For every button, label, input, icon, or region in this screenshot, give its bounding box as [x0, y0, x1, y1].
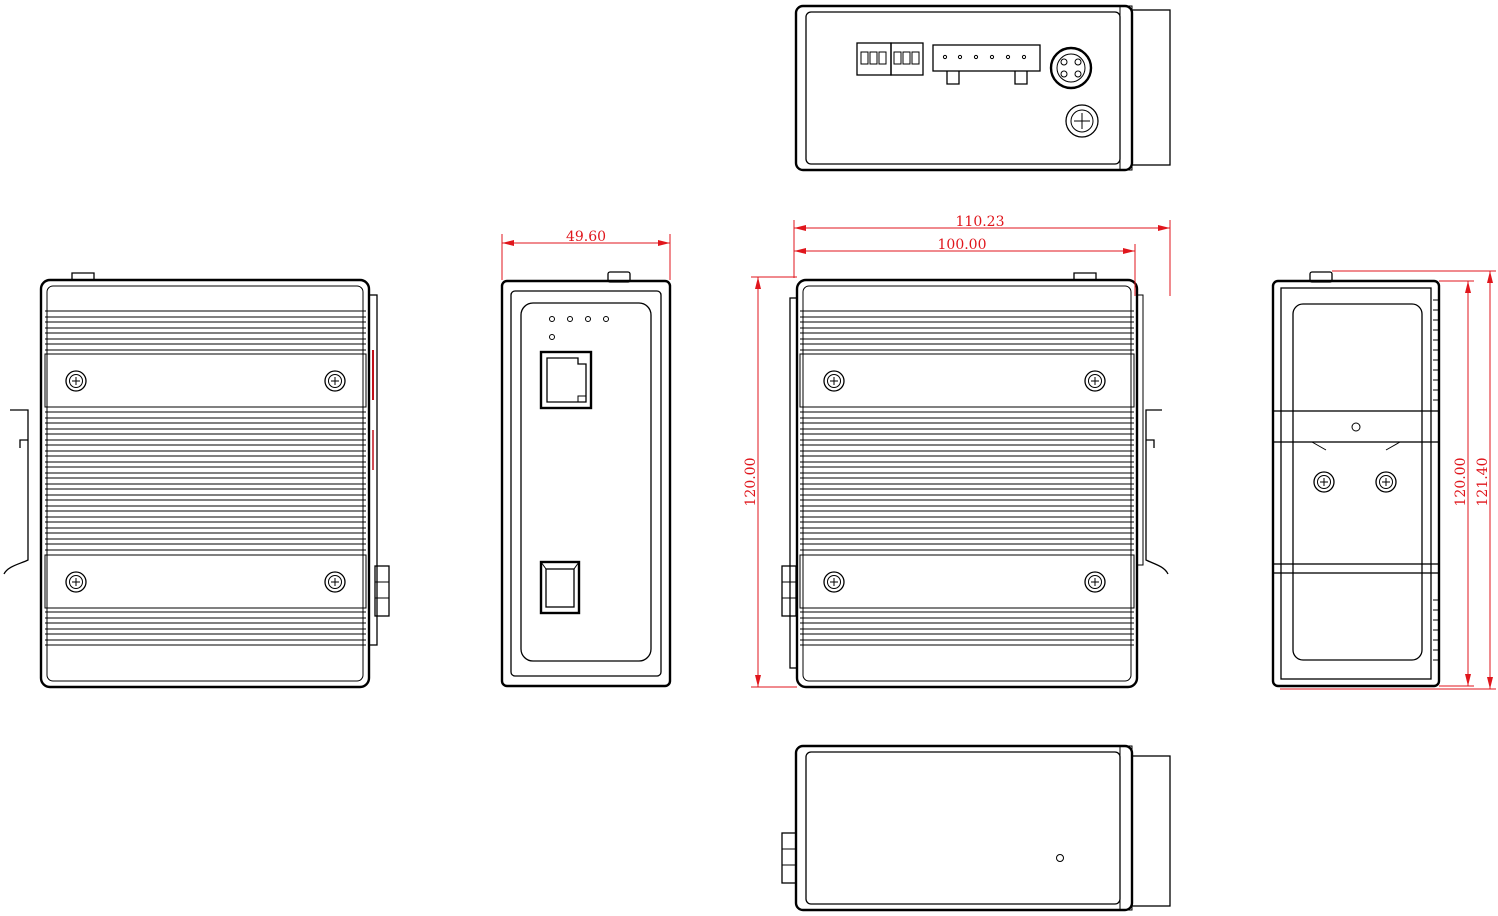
dimension-label: 121.40	[1475, 458, 1491, 507]
sfp-port	[539, 560, 581, 615]
sfp-latch	[781, 565, 797, 617]
dimension-overall-width: 110.23	[793, 214, 1171, 296]
rear-view	[1271, 271, 1441, 688]
screw-icon	[823, 370, 845, 392]
front-panel-view	[500, 271, 672, 688]
rj45-port	[539, 350, 593, 410]
dimension-label: 120.00	[743, 458, 759, 507]
screw-icon	[65, 571, 87, 593]
dimension-label: 49.60	[566, 229, 606, 245]
screw-icon	[1084, 370, 1106, 392]
screw-icon	[324, 571, 346, 593]
screw-icon	[324, 370, 346, 392]
right-side-view	[781, 272, 1169, 689]
left-fins-lower	[45, 611, 366, 646]
screw-icon	[1375, 471, 1397, 493]
din-rail-clip	[1145, 409, 1169, 575]
right-fins-lower	[800, 611, 1134, 646]
bottom-view	[781, 744, 1171, 912]
screw-icon	[65, 370, 87, 392]
dimension-width-front: 49.60	[501, 229, 671, 280]
dip-switch-1	[856, 42, 892, 76]
dimension-label: 100.00	[938, 237, 987, 253]
left-fins-middle	[45, 411, 366, 551]
dimension-label: 110.23	[956, 214, 1005, 230]
screw-icon	[1084, 571, 1106, 593]
terminal-block	[932, 44, 1041, 85]
dimension-label: 120.00	[1453, 458, 1469, 507]
sfp-latch	[374, 565, 390, 617]
dip-switch-2	[890, 42, 924, 76]
dimension-body-width: 100.00	[794, 237, 1136, 296]
dimension-height-side: 120.00	[743, 276, 797, 688]
led-indicator	[603, 316, 609, 322]
sfp-latch	[781, 832, 797, 884]
din-rail-clip	[3, 409, 29, 575]
led-indicator	[549, 316, 555, 322]
led-indicator	[585, 316, 591, 322]
right-fins-upper	[800, 310, 1134, 351]
ground-screw	[1065, 104, 1099, 138]
led-indicator	[549, 334, 555, 340]
dimension-height-rear-inner: 120.00	[1439, 280, 1474, 687]
power-connector	[1049, 46, 1093, 90]
left-fins-upper	[45, 310, 366, 351]
screw-icon	[823, 571, 845, 593]
dimension-height-rear-overall: 121.40	[1280, 270, 1496, 690]
left-side-view	[3, 272, 390, 689]
led-indicator	[567, 316, 573, 322]
screw-icon	[1313, 471, 1335, 493]
top-view	[794, 4, 1171, 172]
right-fins-middle	[800, 411, 1134, 551]
